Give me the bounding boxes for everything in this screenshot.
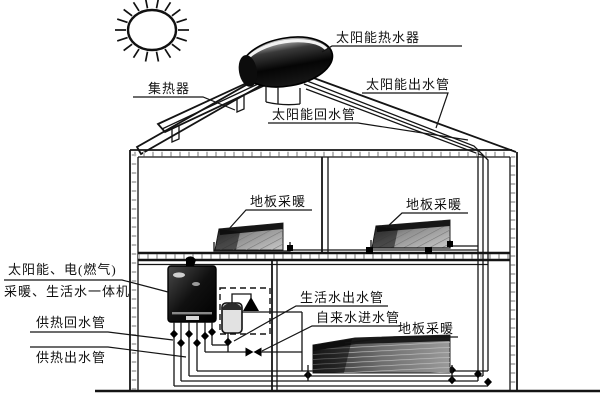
expansion-tank-box [219,287,302,335]
floor-heating-unit-upper-left [213,222,293,252]
partition-walls [271,157,329,390]
label-combi-unit-line2: 采暖、生活水一体机 [4,284,130,299]
label-heating-return-pipe: 供热回水管 [36,315,106,330]
label-combi-unit-line1: 太阳能、电(燃气) [8,262,117,277]
solar-pipes [301,78,489,381]
label-solar-water-heater: 太阳能热水器 [336,30,420,45]
floor-heating-unit-ground [307,334,453,381]
floor-heating-unit-upper-right [370,219,453,249]
label-solar-return-pipe: 太阳能回水管 [272,107,356,122]
label-floor-heating-upper-right: 地板采暖 [406,197,462,212]
label-floor-heating-upper-left: 地板采暖 [250,194,306,209]
sun-icon [115,0,189,62]
solar-tank [238,36,334,88]
tank-supports-and-pipes [265,85,301,106]
label-heating-supply-pipe: 供热出水管 [36,350,106,365]
combi-boiler [167,256,217,323]
upper-floor-pipes [293,245,478,254]
label-domestic-water-outlet: 生活水出水管 [300,290,384,305]
label-solar-outlet-pipe: 太阳能出水管 [366,77,450,92]
labels: 太阳能热水器 集热器 太阳能出水管 太阳能回水管 地板采暖 地板采暖 太阳能、电… [4,30,469,365]
floor-slab [138,251,510,266]
label-tap-water-inlet: 自来水进水管 [316,310,400,325]
label-collector: 集热器 [148,81,190,96]
label-floor-heating-ground: 地板采暖 [398,321,454,336]
